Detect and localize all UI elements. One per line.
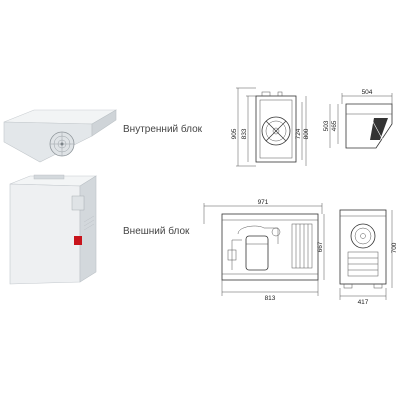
dim-outdoor-width-bottom: 813 [265,295,276,302]
dim-outdoor-height: 667 [317,241,324,252]
dim-outdoor-width-top: 971 [258,199,269,206]
indoor-front-drawing: 905 833 724 800 [231,87,308,167]
dim-height-right-a: 724 [295,128,302,139]
indoor-unit-illustration [3,109,118,163]
dim-side-width: 504 [362,89,373,96]
outdoor-front-drawing: 971 813 667 [203,199,325,302]
dim-side-height-a: 503 [323,120,330,131]
brand-badge-icon [74,236,82,245]
dim-height-inner: 833 [241,128,248,139]
dim-outdoor-side-height: 700 [391,242,398,253]
outdoor-unit-illustration [9,174,98,285]
dim-side-height-b: 465 [331,120,338,131]
indoor-unit-label: Внутренний блок [123,124,203,135]
dim-height-right-b: 800 [303,128,308,139]
dim-outdoor-side-width: 417 [358,299,369,306]
dim-height-total: 905 [231,128,238,139]
outdoor-side-drawing: 417 700 [339,209,398,306]
fan-grille-icon [49,131,75,157]
indoor-side-drawing: 504 503 465 [323,89,393,149]
outdoor-unit-label: Внешний блок [123,226,190,237]
